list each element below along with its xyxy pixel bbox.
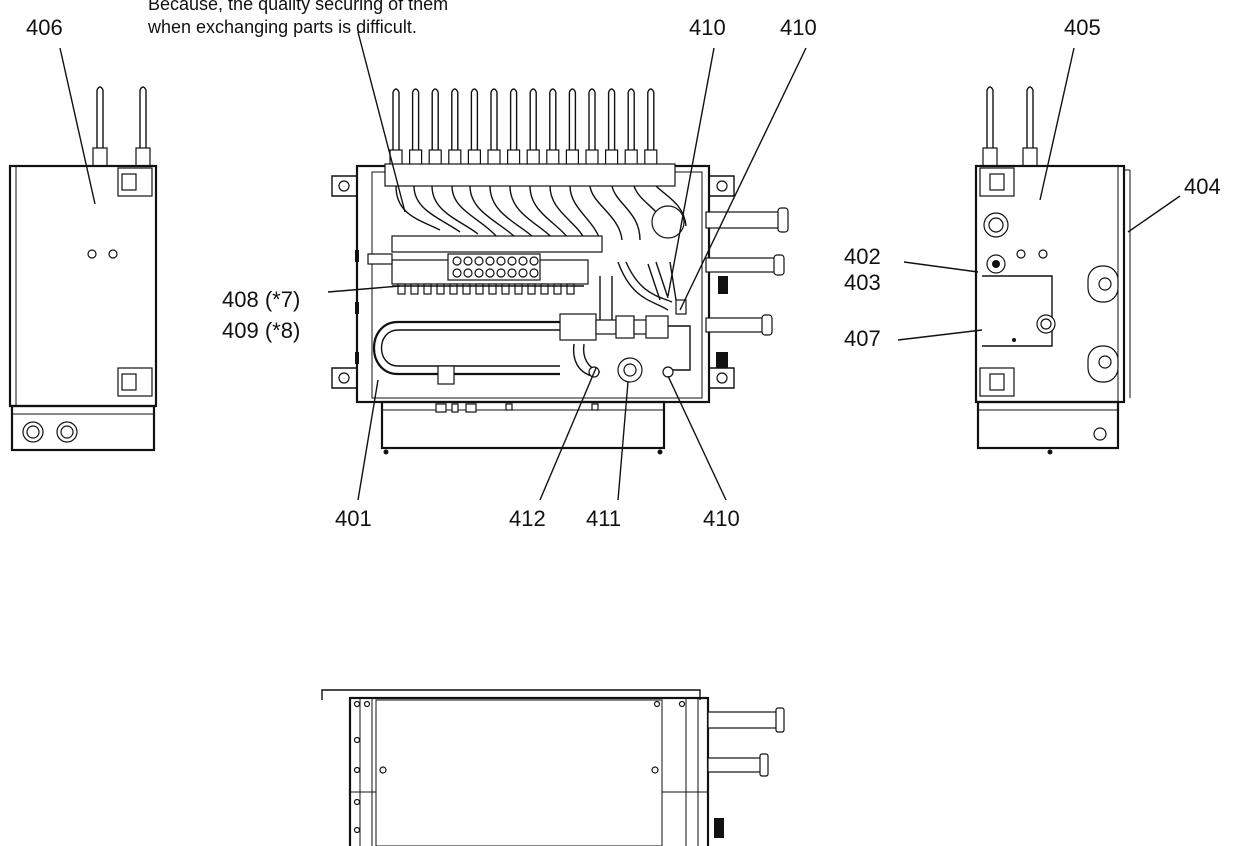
small-valve: [488, 283, 497, 295]
label-408: 408 (*7): [222, 287, 300, 312]
top-pipe: [627, 88, 635, 150]
small-valve: [553, 283, 562, 295]
manifold-hole: [474, 268, 484, 278]
label-410-c: 410: [703, 506, 740, 531]
small-valve: [397, 283, 406, 295]
label-405: 405: [1064, 15, 1101, 40]
manifold-hole: [507, 256, 517, 266]
manifold-hole: [485, 256, 495, 266]
top-pipe: [392, 88, 400, 150]
small-valve: [475, 283, 484, 295]
bottom-top-view: [321, 689, 785, 846]
small-valve: [436, 283, 445, 295]
top-pipe: [529, 88, 537, 150]
manifold-hole: [496, 256, 506, 266]
small-valve: [566, 283, 575, 295]
small-valve: [449, 283, 458, 295]
manifold-hole: [507, 268, 517, 278]
label-409: 409 (*8): [222, 318, 300, 343]
small-valve: [410, 283, 419, 295]
small-valve: [501, 283, 510, 295]
left-side-view: [8, 86, 158, 452]
label-403: 403: [844, 270, 881, 295]
top-pipe: [509, 88, 518, 150]
top-pipe: [431, 88, 439, 150]
manifold-hole: [529, 256, 539, 266]
note-line-1: Because, the quality securing of them: [148, 0, 448, 14]
manifold-hole: [518, 256, 528, 266]
small-valve: [540, 283, 549, 295]
manifold-hole: [485, 268, 495, 278]
manifold-hole: [463, 268, 473, 278]
manifold-hole: [496, 268, 506, 278]
right-side-view: [974, 86, 1131, 455]
manifold-hole: [452, 268, 462, 278]
manifold-hole: [474, 256, 484, 266]
small-valve: [527, 283, 536, 295]
top-pipe: [647, 88, 655, 150]
center-front-view: [331, 88, 789, 455]
manifold-hole: [452, 256, 462, 266]
top-pipe: [490, 88, 498, 150]
label-404: 404: [1184, 174, 1221, 199]
small-valve: [462, 283, 471, 295]
manifold-hole: [518, 268, 528, 278]
top-pipe: [470, 88, 479, 150]
label-411: 411: [586, 506, 621, 531]
top-pipe: [588, 88, 596, 150]
callout-labels: 406 410 410 405 404 402 403 407 408 (*7)…: [26, 15, 1221, 531]
note-line-2: when exchanging parts is difficult.: [147, 17, 417, 37]
leader-lines: [59, 31, 1181, 501]
top-pipe: [607, 88, 616, 150]
label-410-b: 410: [780, 15, 817, 40]
top-pipe: [451, 88, 459, 150]
label-410-a: 410: [689, 15, 726, 40]
top-pipe: [549, 88, 557, 150]
label-402: 402: [844, 244, 881, 269]
manifold-hole: [529, 268, 539, 278]
label-401: 401: [335, 506, 372, 531]
label-412: 412: [509, 506, 546, 531]
top-pipe: [568, 88, 577, 150]
label-407: 407: [844, 326, 881, 351]
label-406: 406: [26, 15, 63, 40]
small-valve: [514, 283, 523, 295]
top-pipe: [411, 88, 420, 150]
manifold-hole: [463, 256, 473, 266]
small-valve: [423, 283, 432, 295]
